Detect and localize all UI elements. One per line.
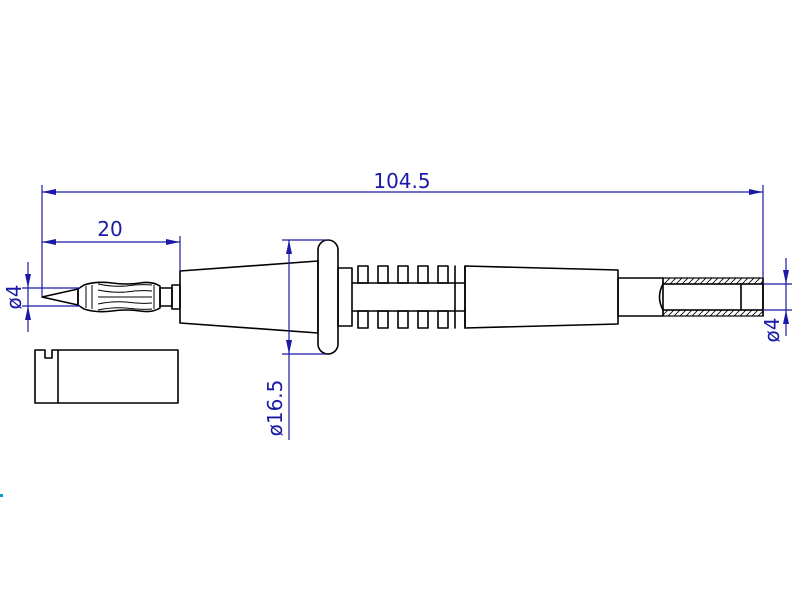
rear-sleeve xyxy=(617,277,764,317)
protective-cap xyxy=(34,349,179,404)
collar-ring xyxy=(171,284,181,310)
dimension-tip-length: 20 xyxy=(42,217,181,271)
dimension-overall-length: 104.5 xyxy=(41,169,764,297)
tip-length-label: 20 xyxy=(97,217,122,241)
edge-marker xyxy=(0,494,3,497)
socket-opening xyxy=(740,283,764,311)
probe-assembly xyxy=(34,239,764,404)
contact-collar xyxy=(159,287,173,307)
tip-diameter-label: ø4 xyxy=(2,285,26,310)
ribbed-grip xyxy=(337,265,466,329)
dimension-tip-diameter: ø4 xyxy=(2,262,80,332)
tapered-handle xyxy=(179,260,319,334)
spring-contact xyxy=(77,281,161,313)
needle-tip xyxy=(41,288,79,306)
socket-diameter-label: ø4 xyxy=(760,318,784,343)
dimension-socket-diameter: ø4 xyxy=(760,258,792,342)
overall-length-label: 104.5 xyxy=(373,169,430,193)
dimension-guard-diameter: ø16.5 xyxy=(263,239,326,440)
guard-diameter-label: ø16.5 xyxy=(263,380,287,437)
rear-body xyxy=(464,265,619,329)
finger-guard xyxy=(317,239,339,355)
